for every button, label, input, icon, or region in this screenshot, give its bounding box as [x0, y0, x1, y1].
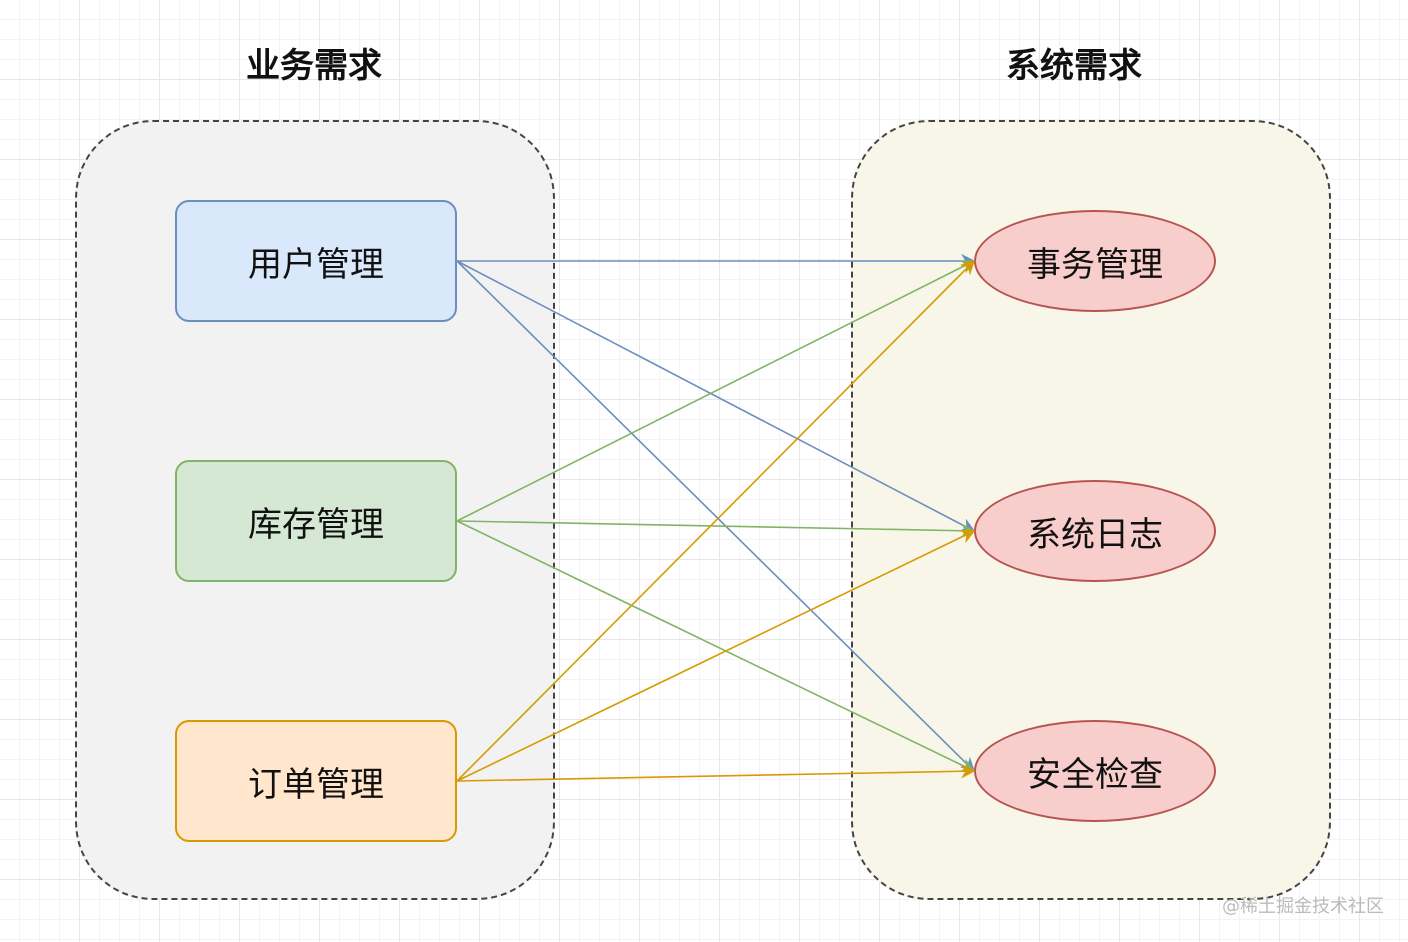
node-label: 系统日志	[1027, 514, 1163, 555]
business-node-user-management[interactable]: 用户管理	[175, 200, 457, 322]
node-label: 库存管理	[248, 504, 384, 545]
watermark: @稀土掘金技术社区	[1222, 896, 1384, 917]
node-label: 事务管理	[1027, 244, 1163, 285]
business-group-title: 业务需求	[246, 46, 382, 86]
business-node-order-management[interactable]: 订单管理	[175, 720, 457, 842]
system-node-security-check[interactable]: 安全检查	[974, 720, 1216, 822]
node-label: 订单管理	[248, 764, 384, 805]
node-label: 用户管理	[248, 244, 384, 285]
system-node-system-log[interactable]: 系统日志	[974, 480, 1216, 582]
system-node-transaction-management[interactable]: 事务管理	[974, 210, 1216, 312]
node-label: 安全检查	[1027, 754, 1163, 795]
business-node-inventory-management[interactable]: 库存管理	[175, 460, 457, 582]
system-group-title: 系统需求	[1006, 46, 1142, 86]
